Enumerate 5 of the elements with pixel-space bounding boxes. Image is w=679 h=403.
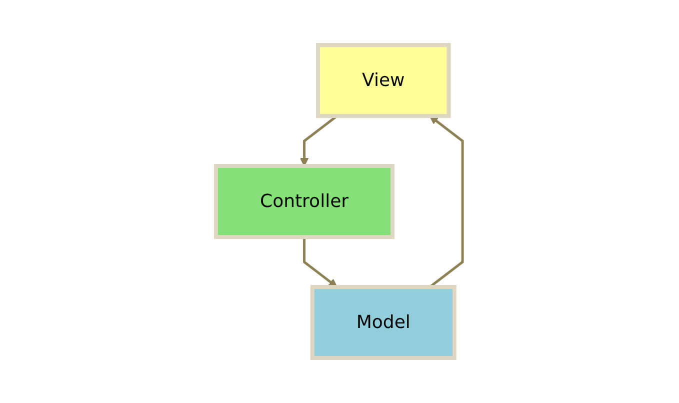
arrow xyxy=(303,237,338,288)
node-box: View xyxy=(316,43,451,118)
node-box: Model xyxy=(310,285,457,360)
arrow xyxy=(300,115,338,166)
node-box: Controller xyxy=(214,164,395,239)
